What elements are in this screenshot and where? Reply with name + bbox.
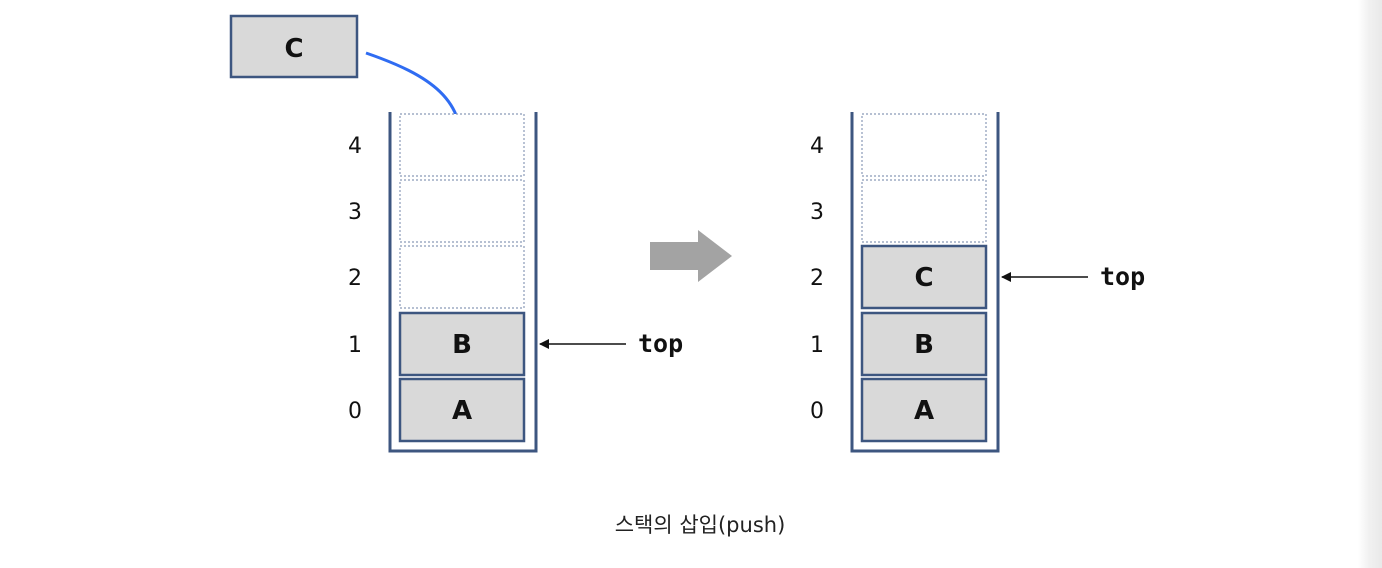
diagram-caption: 스택의 삽입(push) (614, 513, 786, 537)
after-cell-label-2: C (914, 263, 933, 293)
before-index-0: 0 (348, 399, 362, 424)
after-container (850, 112, 1000, 453)
after-cell-1 (860, 311, 988, 377)
after-index-0: 0 (810, 399, 824, 424)
before-index-3: 3 (348, 200, 362, 225)
before-cell-label-0: A (452, 396, 472, 426)
after-index-1: 1 (810, 333, 824, 358)
transition-arrow (650, 230, 732, 282)
after-cell-label-1: B (914, 330, 934, 360)
before-cell-label-1: B (452, 330, 472, 360)
after-index-4: 4 (810, 134, 824, 159)
after-cell-label-0: A (914, 396, 934, 426)
before-index-1: 1 (348, 333, 362, 358)
before-cell-4 (399, 113, 525, 177)
scrollbar-track[interactable] (1358, 0, 1382, 568)
after-top-label: top (1100, 262, 1145, 291)
stack-after: 4 3C 2B 1A 0 top (810, 112, 1145, 453)
before-cell-2 (399, 245, 525, 309)
before-container (388, 112, 538, 453)
stack-before: 4 3 2B 1A 0 top (348, 112, 683, 453)
after-cell-3 (861, 179, 987, 243)
before-cell-1 (398, 311, 526, 377)
new-item-label: C (284, 34, 303, 64)
before-cell-3 (399, 179, 525, 243)
before-index-4: 4 (348, 134, 362, 159)
before-index-2: 2 (348, 266, 362, 291)
after-index-2: 2 (810, 266, 824, 291)
after-index-3: 3 (810, 200, 824, 225)
before-cell-0 (398, 377, 526, 443)
new-item-box: C (229, 14, 359, 79)
before-top-label: top (638, 329, 683, 358)
after-cell-4 (861, 113, 987, 177)
after-cell-2 (860, 244, 988, 310)
after-cell-0 (860, 377, 988, 443)
